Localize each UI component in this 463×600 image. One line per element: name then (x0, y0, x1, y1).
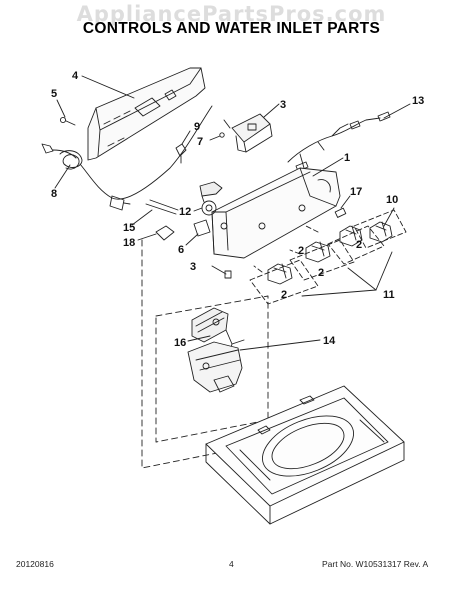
leader-14 (383, 103, 411, 119)
callout-1: 1 (344, 152, 350, 164)
leader-16 (131, 209, 153, 226)
leader-7 (185, 233, 199, 246)
leader-9 (54, 164, 71, 189)
leader-11 (383, 207, 395, 227)
assembly-frame (141, 239, 269, 469)
callout-4: 3 (280, 99, 286, 111)
switch-part-18 (334, 207, 347, 218)
callout-15: 14 (323, 335, 336, 347)
clip-part-19 (155, 225, 175, 241)
leader-5 (81, 75, 135, 99)
callout-18: 17 (350, 186, 362, 198)
bracket-part-16 (145, 199, 179, 215)
leader-18 (340, 195, 351, 209)
leader-12c (375, 251, 393, 291)
leader-6 (56, 99, 66, 118)
footer-page-number: 4 (229, 559, 234, 569)
callout-5: 4 (72, 70, 79, 82)
callout-2a: 2 (356, 239, 362, 251)
leader-13 (193, 207, 203, 212)
callout-11: 10 (386, 194, 398, 206)
leader-12a (301, 289, 377, 297)
callout-7: 6 (178, 244, 184, 256)
callout-16: 15 (123, 222, 135, 234)
leader-1 (312, 157, 344, 177)
callout-6: 5 (51, 88, 57, 100)
control-board-part (223, 113, 273, 153)
screw-part-8 (209, 132, 225, 141)
callout-13: 12 (179, 206, 191, 218)
dashed-boxes (249, 209, 407, 305)
leader-10 (181, 130, 191, 145)
callout-12: 11 (383, 289, 395, 301)
footer-date: 20120816 (16, 559, 54, 569)
cabinet-top-part (205, 385, 405, 525)
callout-19: 18 (123, 237, 135, 249)
callout-3: 3 (190, 261, 196, 273)
callout-14: 13 (412, 95, 424, 107)
leader-4 (263, 103, 280, 118)
rear-control-panel-part (87, 67, 206, 161)
console-part (211, 167, 341, 259)
clamp-part-10 (175, 143, 187, 164)
callout-8: 7 (197, 136, 203, 148)
footer-part-number: Part No. W10531317 Rev. A (322, 559, 429, 569)
callout-10: 9 (194, 121, 200, 133)
leader-15 (239, 339, 321, 351)
callout-2c: 2 (298, 245, 304, 257)
callout-17: 16 (174, 337, 186, 349)
page-title: CONTROLS AND WATER INLET PARTS (82, 20, 381, 37)
callout-2b: 2 (318, 267, 324, 279)
callout-2d: 2 (281, 289, 287, 301)
callout-labels: 4 5 8 9 7 3 13 1 17 10 12 15 18 6 3 2 2 … (51, 70, 424, 349)
timer-part-13 (199, 181, 223, 216)
screw-part-6 (59, 116, 76, 126)
screw-part-3 (211, 265, 232, 279)
leader-12b (347, 267, 377, 291)
switch-part-7 (193, 219, 211, 237)
water-inlet-valve-part (187, 307, 245, 393)
leader-19 (137, 233, 157, 241)
leader-17 (187, 335, 211, 342)
wire-harness-part (287, 111, 391, 172)
power-cord-part (41, 105, 213, 211)
callout-9: 8 (51, 188, 57, 200)
